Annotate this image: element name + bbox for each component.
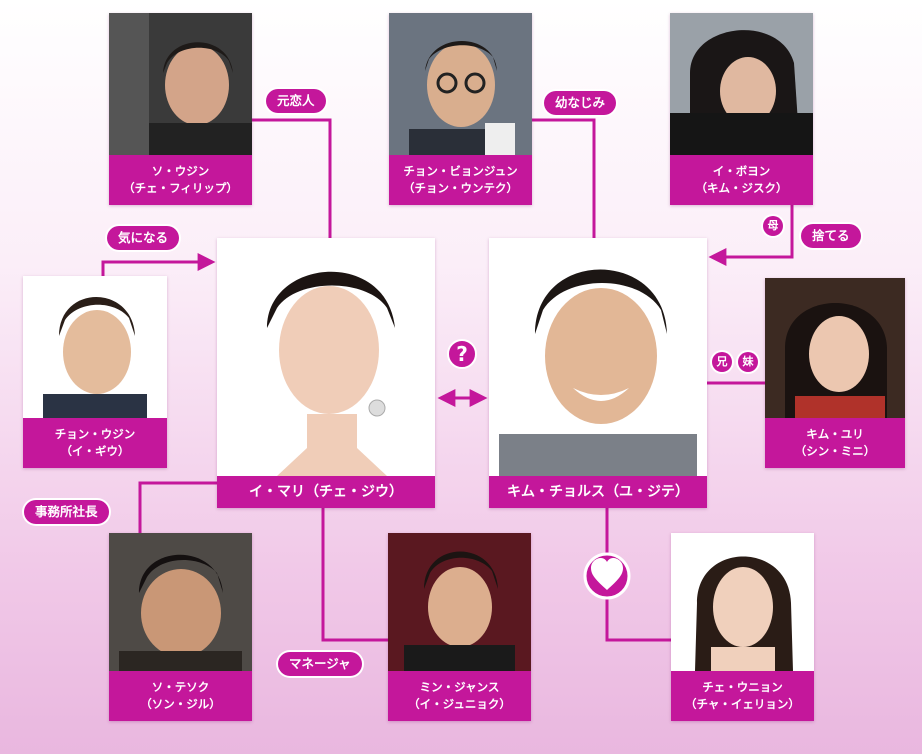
name-jeong-byeongjun: チョン・ビョンジュン <box>403 164 518 178</box>
name-i-boyon: イ・ボヨン <box>712 164 771 178</box>
tag-sister: 妹 <box>738 352 758 372</box>
card-i-boyon[interactable]: イ・ボヨン （キム・ジスク） <box>670 13 813 205</box>
line-romance <box>605 508 671 642</box>
tag-interested: 気になる <box>107 226 180 250</box>
actor-jeong-woojin: （イ・ギウ） <box>60 444 130 458</box>
actor-jeong-byeongjun: （チョン・ウンテク） <box>403 181 518 195</box>
name-so-tesok: ソ・テソク <box>151 680 210 694</box>
photo-so-ujin <box>109 13 252 155</box>
tag-manager: マネージャ <box>278 652 362 676</box>
photo-so-tesok <box>109 533 252 671</box>
photo-jeong-byeongjun <box>389 13 532 155</box>
name-i-mari: イ・マリ（チェ・ジウ） <box>249 483 403 500</box>
line-president <box>138 481 220 533</box>
photo-min-jangsu <box>388 533 531 671</box>
actor-min-jangsu: （イ・ジュニョク） <box>408 697 511 711</box>
name-min-jangsu: ミン・ジャンス <box>419 680 500 694</box>
card-so-tesok[interactable]: ソ・テソク （ソン・ジル） <box>109 533 252 721</box>
photo-i-mari <box>217 238 435 476</box>
name-che-wunyon: チェ・ウニョン <box>702 680 783 694</box>
card-kim-cheolsu[interactable]: キム・チョルス（ユ・ジテ） <box>489 238 707 508</box>
name-so-ujin: ソ・ウジン <box>151 164 210 178</box>
photo-kim-cheolsu <box>489 238 707 476</box>
actor-so-tesok: （ソン・ジル） <box>140 697 221 711</box>
actor-so-ujin: （チェ・フィリップ） <box>123 181 238 195</box>
tag-mother: 母 <box>763 216 783 236</box>
card-jeong-byeongjun[interactable]: チョン・ビョンジュン （チョン・ウンテク） <box>389 13 532 205</box>
photo-i-boyon <box>670 13 813 155</box>
line-interested <box>101 253 216 276</box>
question-mark: ? <box>456 342 468 366</box>
line-childhood <box>532 118 596 238</box>
tag-ex-lover: 元恋人 <box>266 89 326 113</box>
tag-childhood-friend: 幼なじみ <box>544 91 617 115</box>
card-kim-yuri[interactable]: キム・ユリ （シン・ミニ） <box>765 278 905 468</box>
card-so-ujin[interactable]: ソ・ウジン （チェ・フィリップ） <box>109 13 252 205</box>
tag-brother: 兄 <box>712 352 732 372</box>
line-abandon <box>708 205 794 266</box>
line-ex-lover <box>252 118 332 238</box>
actor-i-boyon: （キム・ジスク） <box>695 181 788 195</box>
card-i-mari[interactable]: イ・マリ（チェ・ジウ） <box>217 238 435 508</box>
photo-jeong-woojin <box>23 276 167 418</box>
card-jeong-woojin[interactable]: チョン・ウジン （イ・ギウ） <box>23 276 167 468</box>
name-kim-yuri: キム・ユリ <box>806 427 864 441</box>
name-jeong-woojin: チョン・ウジン <box>54 427 136 441</box>
actor-kim-yuri: （シン・ミニ） <box>794 444 876 458</box>
name-kim-cheolsu: キム・チョルス（ユ・ジテ） <box>507 483 689 500</box>
tag-abandon: 捨てる <box>801 224 861 248</box>
actor-che-wunyon: （チャ・イェリョン） <box>685 697 800 711</box>
photo-che-wunyon <box>671 533 814 671</box>
heart-icon <box>583 552 631 600</box>
question-icon <box>447 339 477 369</box>
photo-kim-yuri <box>765 278 905 418</box>
line-manager <box>321 508 388 642</box>
card-min-jangsu[interactable]: ミン・ジャンス （イ・ジュニョク） <box>388 533 531 721</box>
tag-office-president: 事務所社長 <box>24 500 109 524</box>
card-che-wunyon[interactable]: チェ・ウニョン （チャ・イェリョン） <box>671 533 814 721</box>
